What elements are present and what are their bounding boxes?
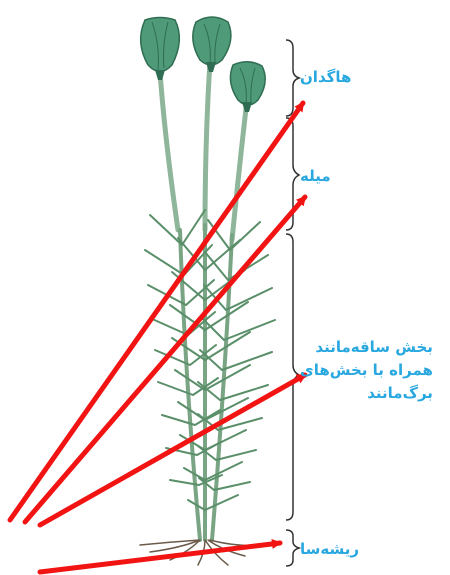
arrows xyxy=(10,103,305,572)
arrow-rhizoid xyxy=(40,543,280,572)
seta-left xyxy=(160,72,178,230)
gametophyte-label-line-2: همراه با بخش‌های xyxy=(300,359,433,382)
capsule-right xyxy=(230,62,265,112)
gametophyte-label: بخش ساقه‌مانند همراه با بخش‌های برگ‌مانن… xyxy=(300,336,433,405)
seta-right xyxy=(232,100,247,240)
capsule-middle xyxy=(193,17,231,72)
capsules xyxy=(141,17,266,112)
brace-capsule xyxy=(286,40,299,116)
seta-middle xyxy=(205,62,210,230)
seta-label: میله xyxy=(300,165,331,188)
arrow-gametophyte xyxy=(40,375,305,525)
gametophyte-label-line-1: بخش ساقه‌مانند xyxy=(300,336,433,359)
brace-rhizoid xyxy=(286,530,299,566)
arrow-seta xyxy=(25,197,305,522)
gametophyte-label-line-3: برگ‌مانند xyxy=(300,382,433,405)
capsule-left xyxy=(141,18,180,81)
capsule-label: هاگدان xyxy=(300,66,351,89)
rhizoid-label: ریشه‌سا xyxy=(300,538,359,561)
